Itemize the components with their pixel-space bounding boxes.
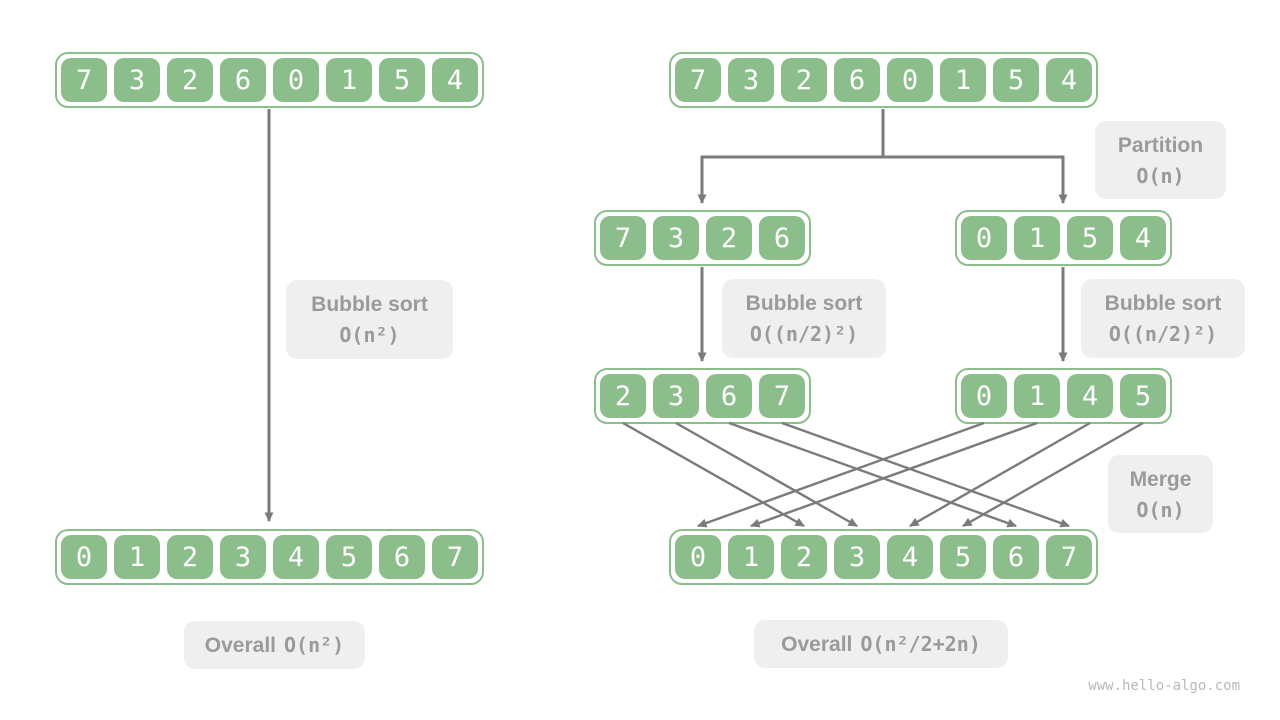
merge-arrow-3: [675, 421, 858, 528]
array-cell: 2: [167, 535, 213, 579]
array-cell: 6: [220, 58, 266, 102]
array-cell: 1: [326, 58, 372, 102]
array-cell: 1: [1014, 374, 1060, 418]
array-cell: 1: [114, 535, 160, 579]
array-cell: 7: [1046, 535, 1092, 579]
label-complexity: O((n/2)²): [1108, 322, 1218, 346]
array-cell: 6: [759, 216, 805, 260]
array-cell: 3: [114, 58, 160, 102]
array-cell: 4: [1067, 374, 1113, 418]
array-cell: 5: [1067, 216, 1113, 260]
array-cell: 0: [887, 58, 933, 102]
label-title: Bubble sort: [1104, 292, 1222, 315]
array-cell: 7: [600, 216, 646, 260]
array-cell: 3: [220, 535, 266, 579]
array-cell: 3: [653, 374, 699, 418]
array-cell: 7: [61, 58, 107, 102]
array-cell: 1: [1014, 216, 1060, 260]
array-cell: 5: [326, 535, 372, 579]
merge-arrow-1: [750, 421, 1038, 528]
bubble-sort-label-left: Bubble sort O(n²): [286, 280, 453, 359]
array-cell: 2: [706, 216, 752, 260]
array-cell: 4: [887, 535, 933, 579]
label-title: Overall: [781, 632, 853, 656]
array-cell: 5: [1120, 374, 1166, 418]
bubble-sort-label-half-right: Bubble sort O((n/2)²): [1081, 279, 1245, 358]
overall-label-right: Overall O(n²/2+2n): [754, 620, 1008, 668]
merge-arrow-0: [697, 421, 985, 528]
array-cell: 0: [961, 216, 1007, 260]
bubble-sort-label-half-left: Bubble sort O((n/2)²): [722, 279, 886, 358]
label-complexity: O(n²/2+2n): [860, 632, 981, 656]
label-title: Overall: [204, 633, 276, 657]
array-cell: 4: [432, 58, 478, 102]
array-cell: 7: [432, 535, 478, 579]
merge-label: Merge O(n): [1108, 455, 1213, 533]
array-cell: 0: [61, 535, 107, 579]
partition-label: Partition O(n): [1095, 121, 1226, 199]
array-cell: 5: [379, 58, 425, 102]
array-cell: 1: [728, 535, 774, 579]
merge-arrow-4: [909, 421, 1091, 528]
overall-label-left: Overall O(n²): [184, 621, 365, 669]
array-cell: 3: [728, 58, 774, 102]
label-complexity: O(n): [1136, 497, 1185, 522]
array-cell: 5: [993, 58, 1039, 102]
merge-arrow-7: [781, 421, 1070, 528]
array-cell: 2: [781, 58, 827, 102]
merge-arrow-2: [622, 421, 805, 528]
label-complexity: O(n): [1136, 163, 1185, 188]
array-cell: 3: [653, 216, 699, 260]
label-complexity: O((n/2)²): [749, 322, 859, 346]
array-cell: 4: [1120, 216, 1166, 260]
array-cell: 0: [961, 374, 1007, 418]
label-title: Partition: [1117, 133, 1204, 157]
label-title: Bubble sort: [745, 292, 863, 315]
array-cell: 3: [834, 535, 880, 579]
array-cell: 6: [834, 58, 880, 102]
array-cell: 7: [759, 374, 805, 418]
label-complexity: O(n²): [284, 633, 345, 657]
array-cell: 1: [940, 58, 986, 102]
array-cell: 6: [706, 374, 752, 418]
array-cell: 7: [675, 58, 721, 102]
watermark: www.hello-algo.com: [1088, 678, 1240, 694]
label-title: Bubble sort: [311, 293, 428, 316]
array-cell: 2: [781, 535, 827, 579]
array-cell: 6: [993, 535, 1039, 579]
array-cell: 5: [940, 535, 986, 579]
merge-arrow-6: [728, 421, 1017, 528]
label-title: Merge: [1129, 467, 1192, 491]
array-cell: 4: [273, 535, 319, 579]
array-cell: 0: [273, 58, 319, 102]
array-cell: 6: [379, 535, 425, 579]
array-cell: 2: [600, 374, 646, 418]
array-cell: 4: [1046, 58, 1092, 102]
array-cell: 2: [167, 58, 213, 102]
label-complexity: O(n²): [339, 323, 400, 347]
array-cell: 0: [675, 535, 721, 579]
